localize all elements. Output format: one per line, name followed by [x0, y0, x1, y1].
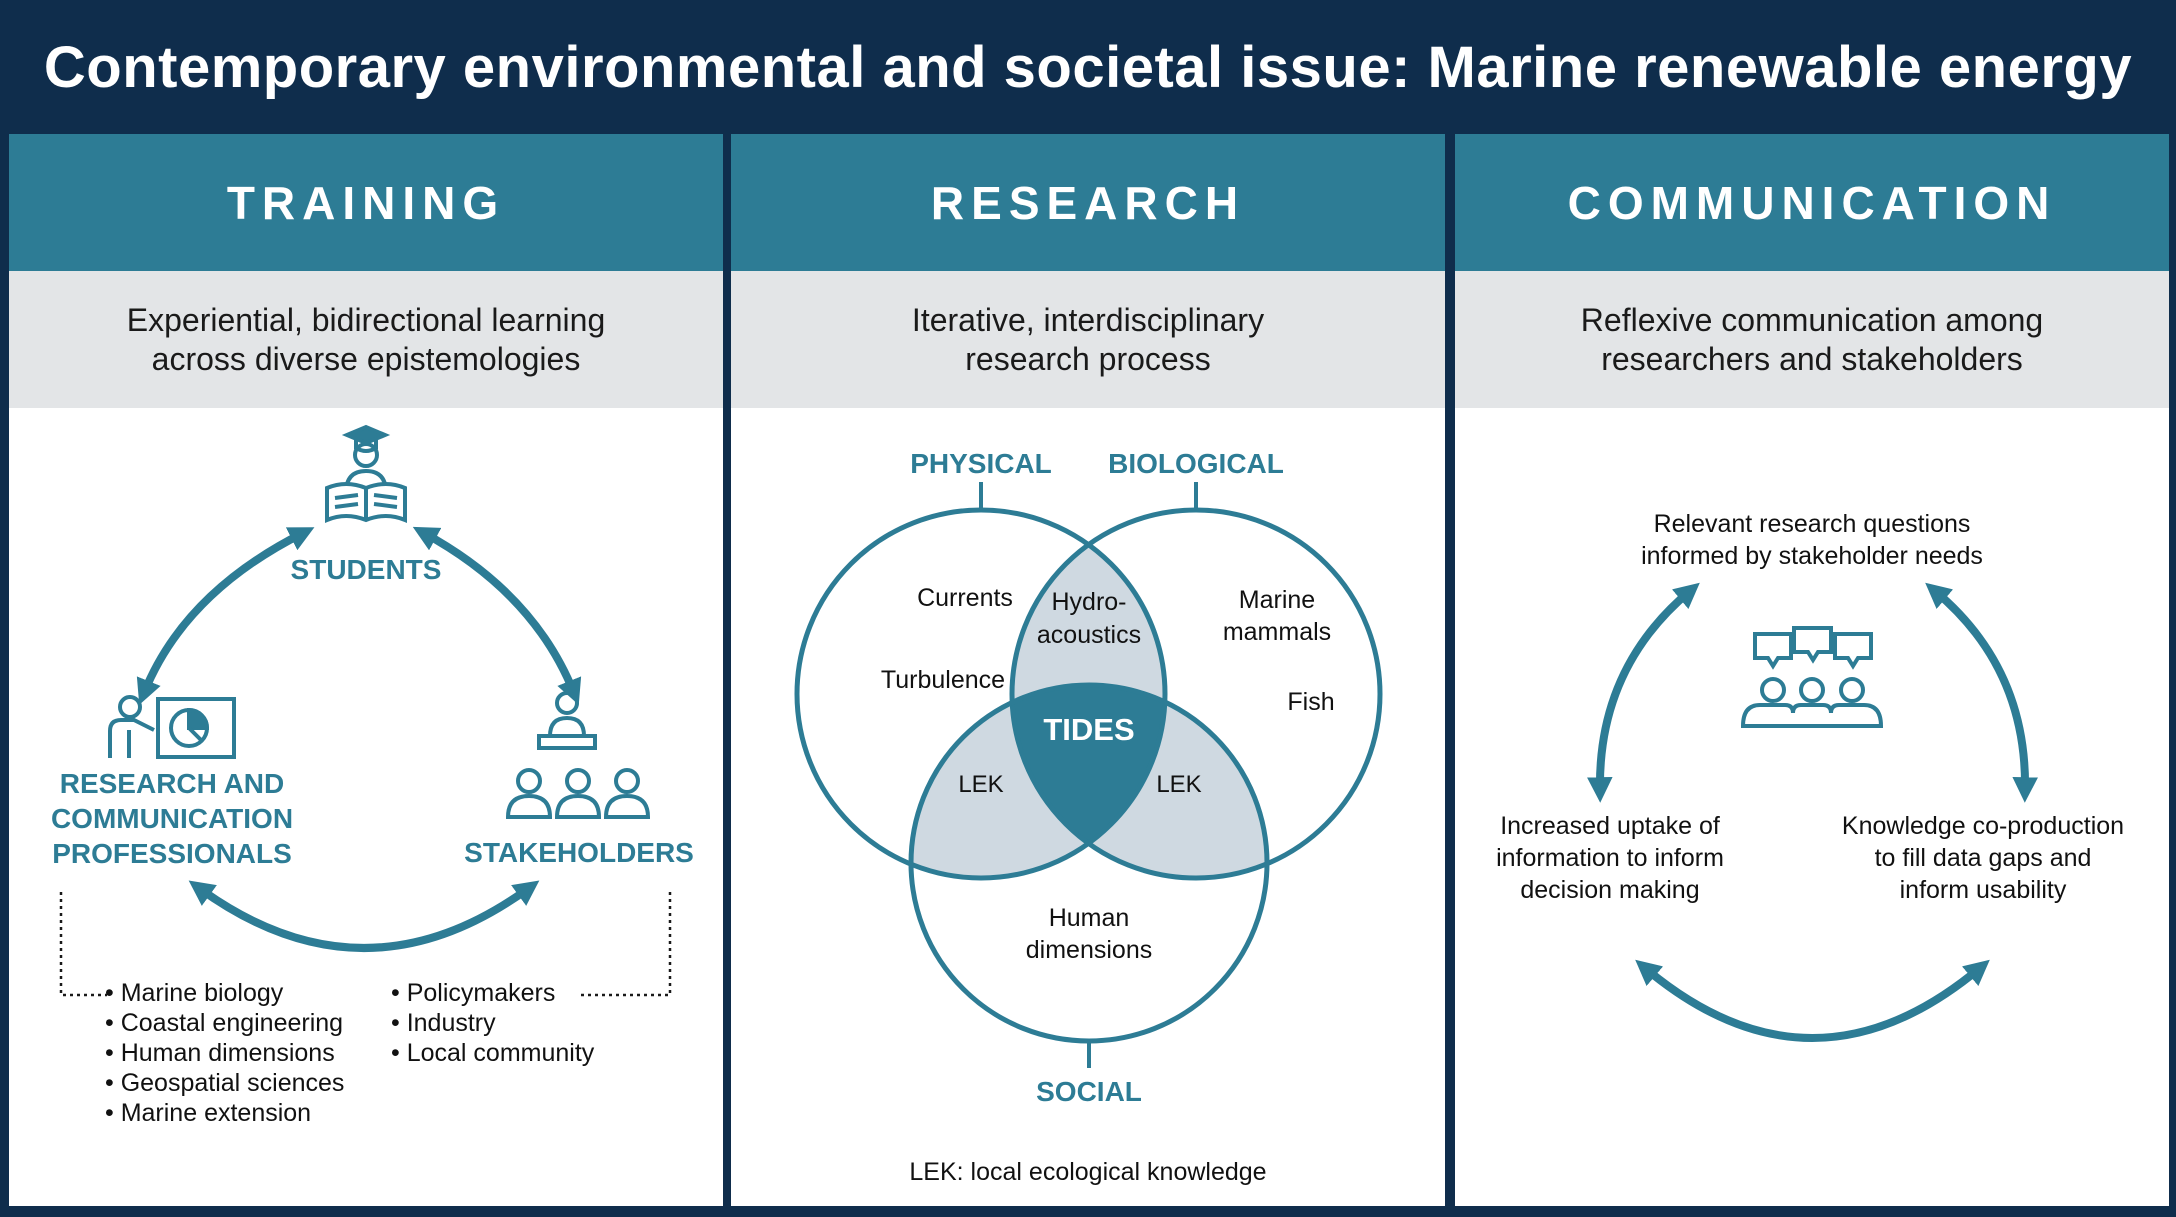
dotted-connector-right — [579, 892, 672, 997]
arrow-students-professionals — [136, 527, 315, 705]
training-subtitle: Experiential, bidirectional learning acr… — [9, 271, 723, 408]
students-label: STUDENTS — [290, 554, 442, 585]
human-dimensions-label: Human dimensions — [1025, 904, 1153, 964]
stakeholder-list: Policymakers Industry Local community — [391, 978, 595, 1068]
footnote: LEK: local ecological knowledge — [909, 1158, 1267, 1186]
currents-label: Currents — [917, 584, 1013, 612]
top-statement: Relevant research questions informed by … — [1641, 510, 1983, 570]
lek-right-label: LEK — [1156, 771, 1202, 798]
stakeholders-label: STAKEHOLDERS — [464, 837, 694, 868]
tides-label: TIDES — [1043, 712, 1135, 747]
group-discussion-icon — [1740, 626, 1884, 728]
right-statement: Knowledge co-production to fill data gap… — [1841, 812, 2125, 904]
arrow-top-right — [1925, 582, 2039, 803]
training-body: STUDENTS RESEARCH AND COMMUNICATION PROF… — [9, 408, 723, 1206]
list-item: Geospatial sciences — [105, 1068, 345, 1098]
arrow-top-left — [1586, 582, 1700, 803]
audience-icon — [505, 691, 651, 819]
research-body: PHYSICAL BIOLOGICAL SOCIAL Currents Turb… — [731, 408, 1445, 1206]
list-item: Local community — [391, 1038, 595, 1068]
list-item: Human dimensions — [105, 1038, 344, 1068]
arrow-students-stakeholders — [412, 526, 582, 705]
dotted-connector-left — [59, 892, 107, 997]
communication-subtitle: Reflexive communication among researcher… — [1455, 271, 2169, 408]
graduate-reading-icon — [325, 424, 407, 524]
communication-heading: COMMUNICATION — [1455, 134, 2169, 271]
list-item: Marine extension — [105, 1098, 344, 1128]
hydroacoustics-label: Hydro- acoustics — [1036, 588, 1142, 649]
research-heading: RESEARCH — [731, 134, 1445, 271]
list-item: Marine biology — [105, 978, 344, 1008]
communication-panel: COMMUNICATION Reflexive communication am… — [1455, 134, 2169, 1206]
social-label: SOCIAL — [1036, 1076, 1142, 1107]
training-panel: TRAINING Experiential, bidirectional lea… — [9, 134, 723, 1206]
professionals-label: RESEARCH AND COMMUNICATION PROFESSIONALS — [50, 768, 294, 869]
research-subtitle: Iterative, interdisciplinary research pr… — [731, 271, 1445, 408]
list-item: Coastal engineering — [105, 1008, 344, 1038]
left-statement: Increased uptake of information to infor… — [1496, 812, 1724, 904]
marine-mammals-label: Marine mammals — [1222, 586, 1332, 646]
biological-label: BIOLOGICAL — [1108, 448, 1284, 479]
fish-label: Fish — [1287, 688, 1335, 716]
communication-body: Relevant research questions informed by … — [1455, 408, 2169, 1206]
lek-left-label: LEK — [958, 771, 1004, 798]
list-item: Policymakers — [391, 978, 594, 1008]
turbulence-label: Turbulence — [880, 666, 1006, 694]
training-heading: TRAINING — [9, 134, 723, 271]
list-item: Industry — [391, 1008, 594, 1038]
arrow-professionals-stakeholders — [188, 880, 540, 952]
communication-diagram — [1586, 582, 2039, 1042]
venn-diagram — [794, 482, 1383, 1068]
arrow-bottom — [1635, 959, 1990, 1042]
presenter-chart-icon — [108, 695, 236, 759]
training-diagram — [59, 424, 672, 997]
physical-label: PHYSICAL — [910, 448, 1052, 479]
research-panel: RESEARCH Iterative, interdisciplinary re… — [731, 134, 1445, 1206]
professional-list: Marine biology Coastal engineering Human… — [105, 978, 345, 1128]
page-title: Contemporary environmental and societal … — [43, 34, 2133, 100]
